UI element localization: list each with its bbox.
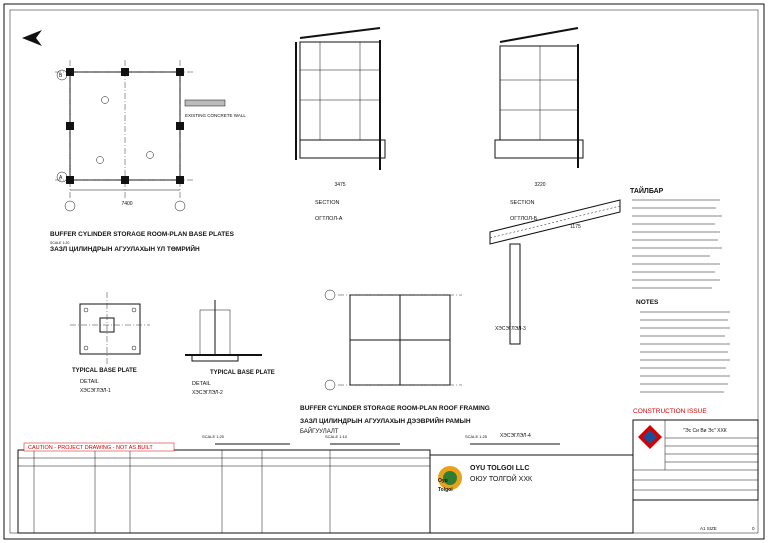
detail-3-ref: ХЭСЭГЛЭЛ-3: [495, 326, 526, 332]
section-a-ref: ОГТЛОЛ-А: [315, 216, 343, 222]
notes-lines: [632, 199, 722, 289]
section-b: [494, 27, 584, 168]
client-logo-icon: [638, 425, 662, 449]
dim-text: 7400: [121, 201, 132, 207]
section-b-ref: ОГТЛОЛ-Б: [510, 216, 538, 222]
roof-title: BUFFER CYLINDER STORAGE ROOM-PLAN ROOF F…: [300, 405, 490, 412]
logo-text-1: Oyu: [438, 478, 448, 484]
dim-text: 3220: [534, 182, 545, 188]
typical-base-plate-1: [70, 292, 150, 364]
scale-label: SCALE 1:20: [50, 241, 69, 245]
dim-text: 1175: [570, 224, 581, 230]
notes-heading-mn: ТАЙЛБАР: [630, 186, 664, 195]
roof-title-mn: ЗАЗЛ ЦИЛИНДРЫН АГУУЛАХЫН ДЭЭВРИЙН РАМЫН: [300, 416, 471, 425]
base-plates-title-mn: ЗАЗЛ ЦИЛИНДРЫН АГУУЛАХЫН ҮЛ ТӨМРИЙН: [50, 244, 200, 253]
roof-title-mn2: БАЙГУУЛАЛТ: [300, 427, 339, 435]
scale-1: SCALE 1:20: [202, 434, 225, 439]
base-plate-plan: [55, 60, 226, 212]
client-name: "Эс Си Ви Эс" ХХК: [683, 428, 726, 434]
revision: 0: [752, 526, 755, 531]
dim-text: 3475: [334, 182, 345, 188]
typical-base-plate-1-title: TYPICAL BASE PLATE: [72, 368, 137, 374]
section-a: [295, 27, 386, 170]
company-name-en: OYU TOLGOI LLC: [470, 465, 529, 472]
detail-4-ref: ХЭСЭГЛЭЛ-4: [500, 433, 531, 439]
north-arrow-icon: [22, 30, 42, 46]
base-plates-title: BUFFER CYLINDER STORAGE ROOM-PLAN BASE P…: [50, 231, 235, 238]
section-a-label: SECTION: [315, 200, 339, 206]
notes-en-lines: [640, 311, 730, 393]
construction-issue: CONSTRUCTION ISSUE: [633, 408, 707, 415]
company-name-mn: ОЮУ ТОЛГОЙ ХХК: [470, 474, 533, 483]
caution-text: CAUTION - PROJECT DRAWING - NOT AS BUILT: [28, 445, 153, 451]
roof-framing-plan: [324, 289, 462, 391]
typical-base-plate-2-title: TYPICAL BASE PLATE: [210, 370, 275, 376]
sheet-size: A1 SIZE: [700, 526, 717, 531]
notes-heading-en: NOTES: [636, 299, 659, 306]
detail-1-ref: ХЭСЭГЛЭЛ-1: [80, 388, 111, 394]
caution-box: [23, 442, 175, 452]
typical-base-plate-2: [185, 300, 262, 362]
section-b-label: SECTION: [510, 200, 534, 206]
title-block-company: [429, 454, 634, 534]
sheet-border: [3, 3, 765, 540]
revision-table: [17, 449, 431, 534]
detail-1-label: DETAIL: [80, 379, 99, 385]
detail-2-label: DETAIL: [192, 381, 211, 387]
detail-2-ref: ХЭСЭГЛЭЛ-2: [192, 390, 223, 396]
grid-label-a: A: [59, 175, 63, 181]
grid-label-b: B: [59, 73, 63, 79]
detail-3-roof: 1175: [489, 199, 621, 345]
oyu-tolgoi-logo-icon: [438, 466, 462, 490]
scale-2: SCALE 1:10: [325, 434, 348, 439]
existing-wall-label: EXISTING CONCRETE WALL: [185, 113, 246, 118]
logo-text-2: Tolgoi: [438, 487, 453, 493]
scale-3: SCALE 1:25: [465, 434, 488, 439]
sheet-inner-border: [9, 9, 759, 534]
